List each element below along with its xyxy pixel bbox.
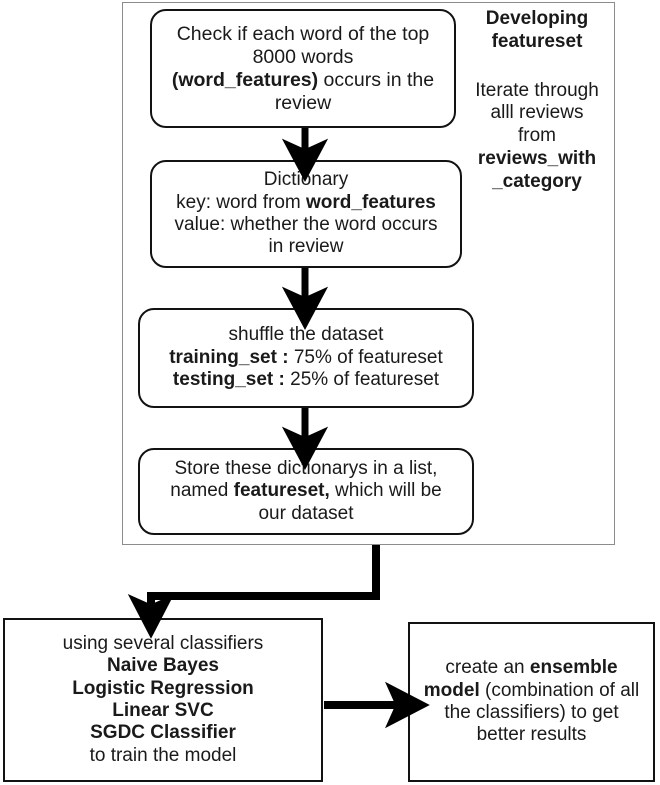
node-shuffle-testing-label: testing_set : (172, 369, 285, 391)
node-store-line-2-post: which will be (329, 480, 442, 502)
classifier-sgdc: SGDC Classifier (90, 722, 236, 744)
node-ensemble-line-2-bold: model (423, 679, 480, 701)
arrow-group-to-classifiers (127, 545, 380, 639)
node-dictionary-line-4: in review (268, 236, 344, 258)
node-shuffle-training-label: training_set : (169, 346, 289, 368)
node-ensemble-line-4: better results (476, 724, 587, 746)
node-store-line-1: Store these dictionarys in a list, (174, 457, 438, 479)
node-ensemble-text: create an ensemble model (combination of … (416, 657, 647, 747)
node-check-line-2: 8000 words (252, 45, 354, 68)
node-store-line-2-pre: named (170, 480, 234, 502)
node-store-line-3: our dataset (258, 502, 354, 524)
node-ensemble-line-2-post: (combination of all (479, 679, 640, 701)
side-note-bold-1: reviews_with (477, 147, 597, 169)
classifier-linear-svc: Linear SVC (112, 700, 214, 721)
node-check-line-1: Check if each word of the top (176, 22, 430, 45)
side-note-line-1: Iterate through (475, 79, 599, 101)
node-check-line-4: review (274, 91, 332, 114)
node-classifiers-outro: to train the model (89, 744, 237, 766)
classifier-naive-bayes: Naive Bayes (107, 655, 219, 677)
node-store-featureset[interactable]: Store these dictionarys in a list,named … (138, 448, 474, 535)
node-shuffle-line-1: shuffle the dataset (228, 324, 384, 346)
classifier-logistic-regression: Logistic Regression (72, 677, 254, 699)
node-store-text: Store these dictionarys in a list,named … (162, 458, 449, 525)
node-shuffle-training-value: 75% of featureset (288, 346, 443, 368)
node-classifiers-intro: using several classifiers (62, 632, 264, 654)
node-ensemble-model[interactable]: create an ensemble model (combination of … (408, 622, 655, 782)
node-shuffle-testing-value: 25% of featureset (284, 369, 440, 391)
node-dictionary-line-1: Dictionary (263, 169, 349, 191)
side-note-line-2: alll reviews (490, 102, 584, 124)
node-ensemble-line-1-pre: create an (445, 657, 530, 679)
node-check-line-3-rest: occurs in the (318, 68, 435, 91)
node-store-line-2-bold: featureset, (233, 480, 330, 502)
node-ensemble-line-1-bold: ensemble (529, 657, 618, 679)
node-dictionary-line-3: value: whether the word occurs (174, 214, 438, 235)
side-note-title: Developing featureset (485, 8, 589, 52)
node-check-line-3-bold: (word_features) (171, 68, 319, 91)
node-ensemble-line-3: the classifiers) to get (444, 702, 619, 723)
side-note-line-3: from (518, 125, 556, 147)
node-dictionary-line-2-bold: word_features (306, 191, 436, 213)
side-note-bold-2: _category (492, 170, 582, 192)
node-dictionary-line-2-rest: key: word from (176, 191, 306, 213)
